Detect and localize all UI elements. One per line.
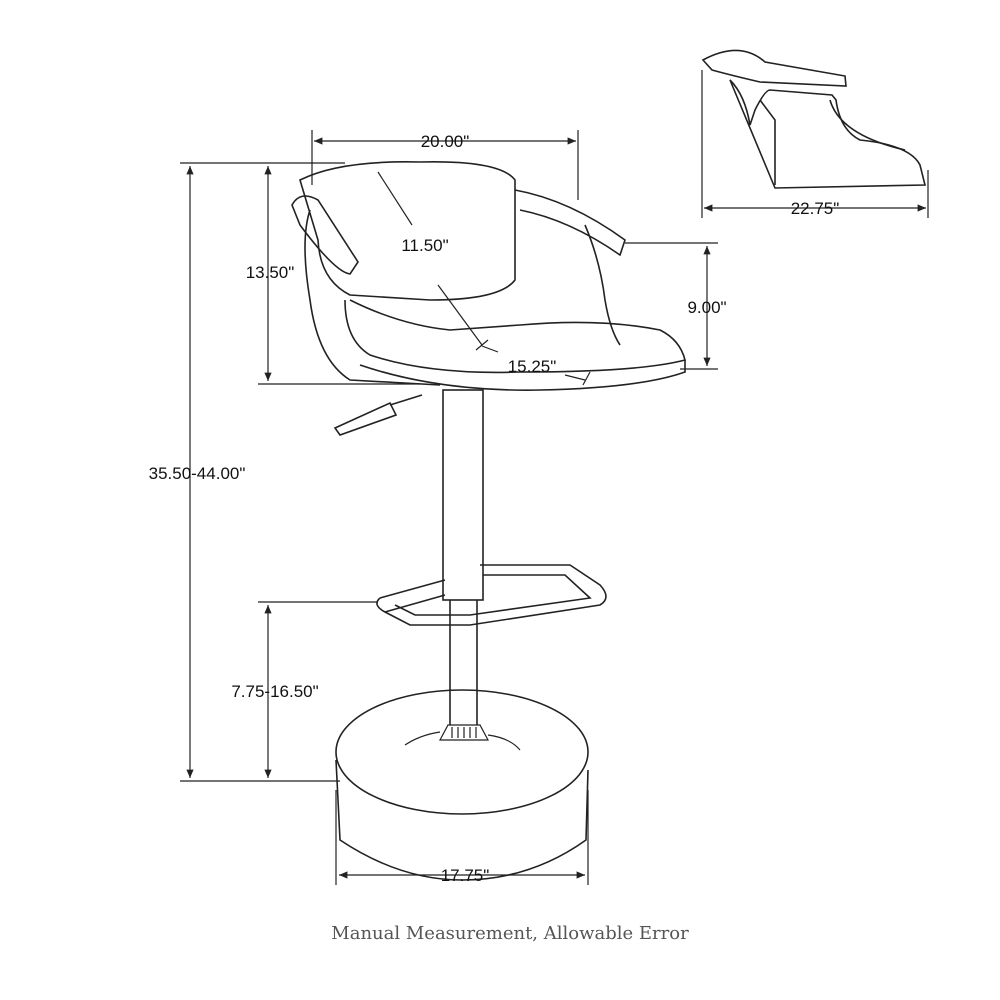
arm-height-label: 9.00" <box>687 298 726 317</box>
overall-width-label: 20.00" <box>421 132 470 151</box>
dimension-lines <box>180 70 929 885</box>
side-depth-label: 22.75" <box>791 199 840 218</box>
back-height-label: 13.50" <box>246 263 295 282</box>
chair-front-view <box>291 161 686 881</box>
seat-depth-label: 15.25" <box>508 357 557 376</box>
footrest-height-label: 7.75-16.50" <box>231 682 318 701</box>
base-diameter-label: 17.75" <box>441 866 490 885</box>
caption: Manual Measurement, Allowable Error <box>331 923 689 944</box>
back-diagonal-label: 11.50" <box>401 236 448 255</box>
chair-side-view <box>701 49 927 189</box>
overall-height-label: 35.50-44.00" <box>149 464 246 483</box>
